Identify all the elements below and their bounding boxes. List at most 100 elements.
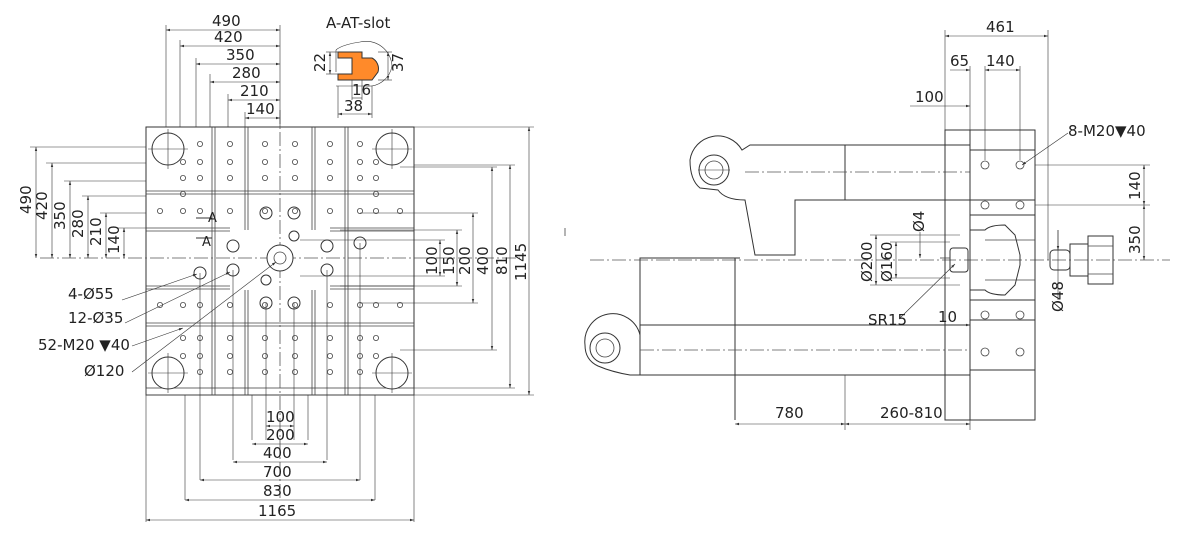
tapped-hole xyxy=(261,207,268,214)
tapped-hole xyxy=(356,174,363,181)
bottom-dim-400: 400 xyxy=(263,444,292,462)
tapped-hole xyxy=(291,368,298,375)
tapped-hole xyxy=(261,301,268,308)
callout-d160: Ø160 xyxy=(878,242,896,282)
rv-dim-140-top: 140 xyxy=(986,52,1015,70)
tapped-hole xyxy=(291,140,298,147)
tapped-hole xyxy=(326,334,333,341)
rv-dim-65: 65 xyxy=(950,52,969,70)
top-dim-350: 350 xyxy=(226,46,255,64)
moving-platen xyxy=(944,129,971,421)
left-dim-280: 280 xyxy=(69,209,87,238)
tapped-hole xyxy=(179,334,186,341)
tapped-hole xyxy=(291,352,298,359)
tapped-hole xyxy=(372,352,379,359)
right-dim-100: 100 xyxy=(423,246,441,275)
tapped-hole xyxy=(226,301,233,308)
tapped-hole xyxy=(261,334,268,341)
callout-d48: Ø48 xyxy=(1049,281,1067,312)
right-dim-810: 810 xyxy=(493,246,511,275)
left-dim-350: 350 xyxy=(51,201,69,230)
rv-dim-461: 461 xyxy=(986,18,1015,36)
rv-dim-780: 780 xyxy=(775,404,804,422)
tapped-hole xyxy=(179,174,186,181)
bottom-dim-200: 200 xyxy=(266,426,295,444)
slot-dim-22: 22 xyxy=(311,53,329,72)
tapped-hole xyxy=(226,158,233,165)
right-dimensions: 100 150 200 400 810 1145 xyxy=(300,126,534,396)
tapped-hole xyxy=(196,207,203,214)
platen-front-view: A A 490 420 350 280 210 140 xyxy=(17,12,534,522)
tapped-hole xyxy=(291,334,298,341)
tapped-hole xyxy=(291,174,298,181)
tapped-hole xyxy=(179,190,186,197)
left-dim-420: 420 xyxy=(33,191,51,220)
tapped-hole xyxy=(326,140,333,147)
tapped-hole xyxy=(261,352,268,359)
left-callouts: 4-Ø55 12-Ø35 52-M20 ▼40 Ø120 xyxy=(38,261,277,380)
tapped-hole xyxy=(196,140,203,147)
tapped-hole xyxy=(179,207,186,214)
tapped-hole xyxy=(396,207,403,214)
tapped-hole xyxy=(326,207,333,214)
bottom-dim-700: 700 xyxy=(263,463,292,481)
t-slots-vertical xyxy=(211,127,349,395)
tapped-hole xyxy=(356,207,363,214)
top-dim-420: 420 xyxy=(214,28,243,46)
slot-dim-38: 38 xyxy=(344,97,363,115)
tapped-hole xyxy=(372,190,379,197)
right-dim-1145: 1145 xyxy=(512,243,530,281)
tapped-hole xyxy=(372,207,379,214)
clamp-side-view: 461 65 140 100 8-M20▼40 Ø4 Ø200 Ø160 SR1… xyxy=(584,18,1170,430)
top-dim-490: 490 xyxy=(212,12,241,30)
tapped-hole xyxy=(179,301,186,308)
tapped-hole xyxy=(372,174,379,181)
right-dim-200: 200 xyxy=(456,246,474,275)
right-dim-150: 150 xyxy=(440,246,458,275)
callout-12-d35: 12-Ø35 xyxy=(68,309,123,327)
tapped-hole xyxy=(261,158,268,165)
rv-dim-100: 100 xyxy=(915,88,944,106)
section-label-a1: A xyxy=(208,211,217,226)
tapped-hole xyxy=(372,301,379,308)
tapped-hole xyxy=(326,352,333,359)
tapped-hole xyxy=(196,174,203,181)
tapped-hole xyxy=(179,352,186,359)
top-dimensions: 490 420 350 280 210 140 xyxy=(165,12,281,127)
right-dim-400: 400 xyxy=(474,246,492,275)
callout-d120: Ø120 xyxy=(84,362,124,380)
rv-dim-260-810: 260-810 xyxy=(880,404,943,422)
slot-detail: A-AT-slot 22 37 16 38 xyxy=(311,14,407,118)
tapped-hole xyxy=(226,368,233,375)
stationary-platen xyxy=(969,129,1036,421)
tapped-hole xyxy=(326,301,333,308)
ejector-rod xyxy=(949,247,969,273)
tapped-hole xyxy=(226,207,233,214)
bottom-dimensions: 100 200 400 700 830 1165 xyxy=(145,243,415,522)
tapped-hole xyxy=(396,301,403,308)
callout-d200: Ø200 xyxy=(858,242,876,282)
section-label-a2: A xyxy=(202,235,211,250)
tapped-hole xyxy=(196,158,203,165)
callout-4-d55: 4-Ø55 xyxy=(68,285,114,303)
top-dim-140: 140 xyxy=(246,100,275,118)
left-dim-210: 210 xyxy=(87,217,105,246)
tapped-hole xyxy=(372,334,379,341)
center-bore xyxy=(266,244,294,272)
tapped-hole xyxy=(226,334,233,341)
top-dim-210: 210 xyxy=(240,82,269,100)
tapped-hole xyxy=(291,301,298,308)
bottom-dim-830: 830 xyxy=(263,482,292,500)
tapped-hole xyxy=(156,207,163,214)
callout-10: 10 xyxy=(938,308,957,326)
left-dimensions: 490 420 350 280 210 140 xyxy=(17,146,146,258)
platen-holes xyxy=(980,160,1025,357)
slot-dim-37: 37 xyxy=(389,53,407,72)
upper-tie-bar xyxy=(844,144,971,201)
tapped-holes xyxy=(156,140,403,375)
tapped-hole xyxy=(226,174,233,181)
tapped-hole xyxy=(291,207,298,214)
tapped-hole xyxy=(356,158,363,165)
